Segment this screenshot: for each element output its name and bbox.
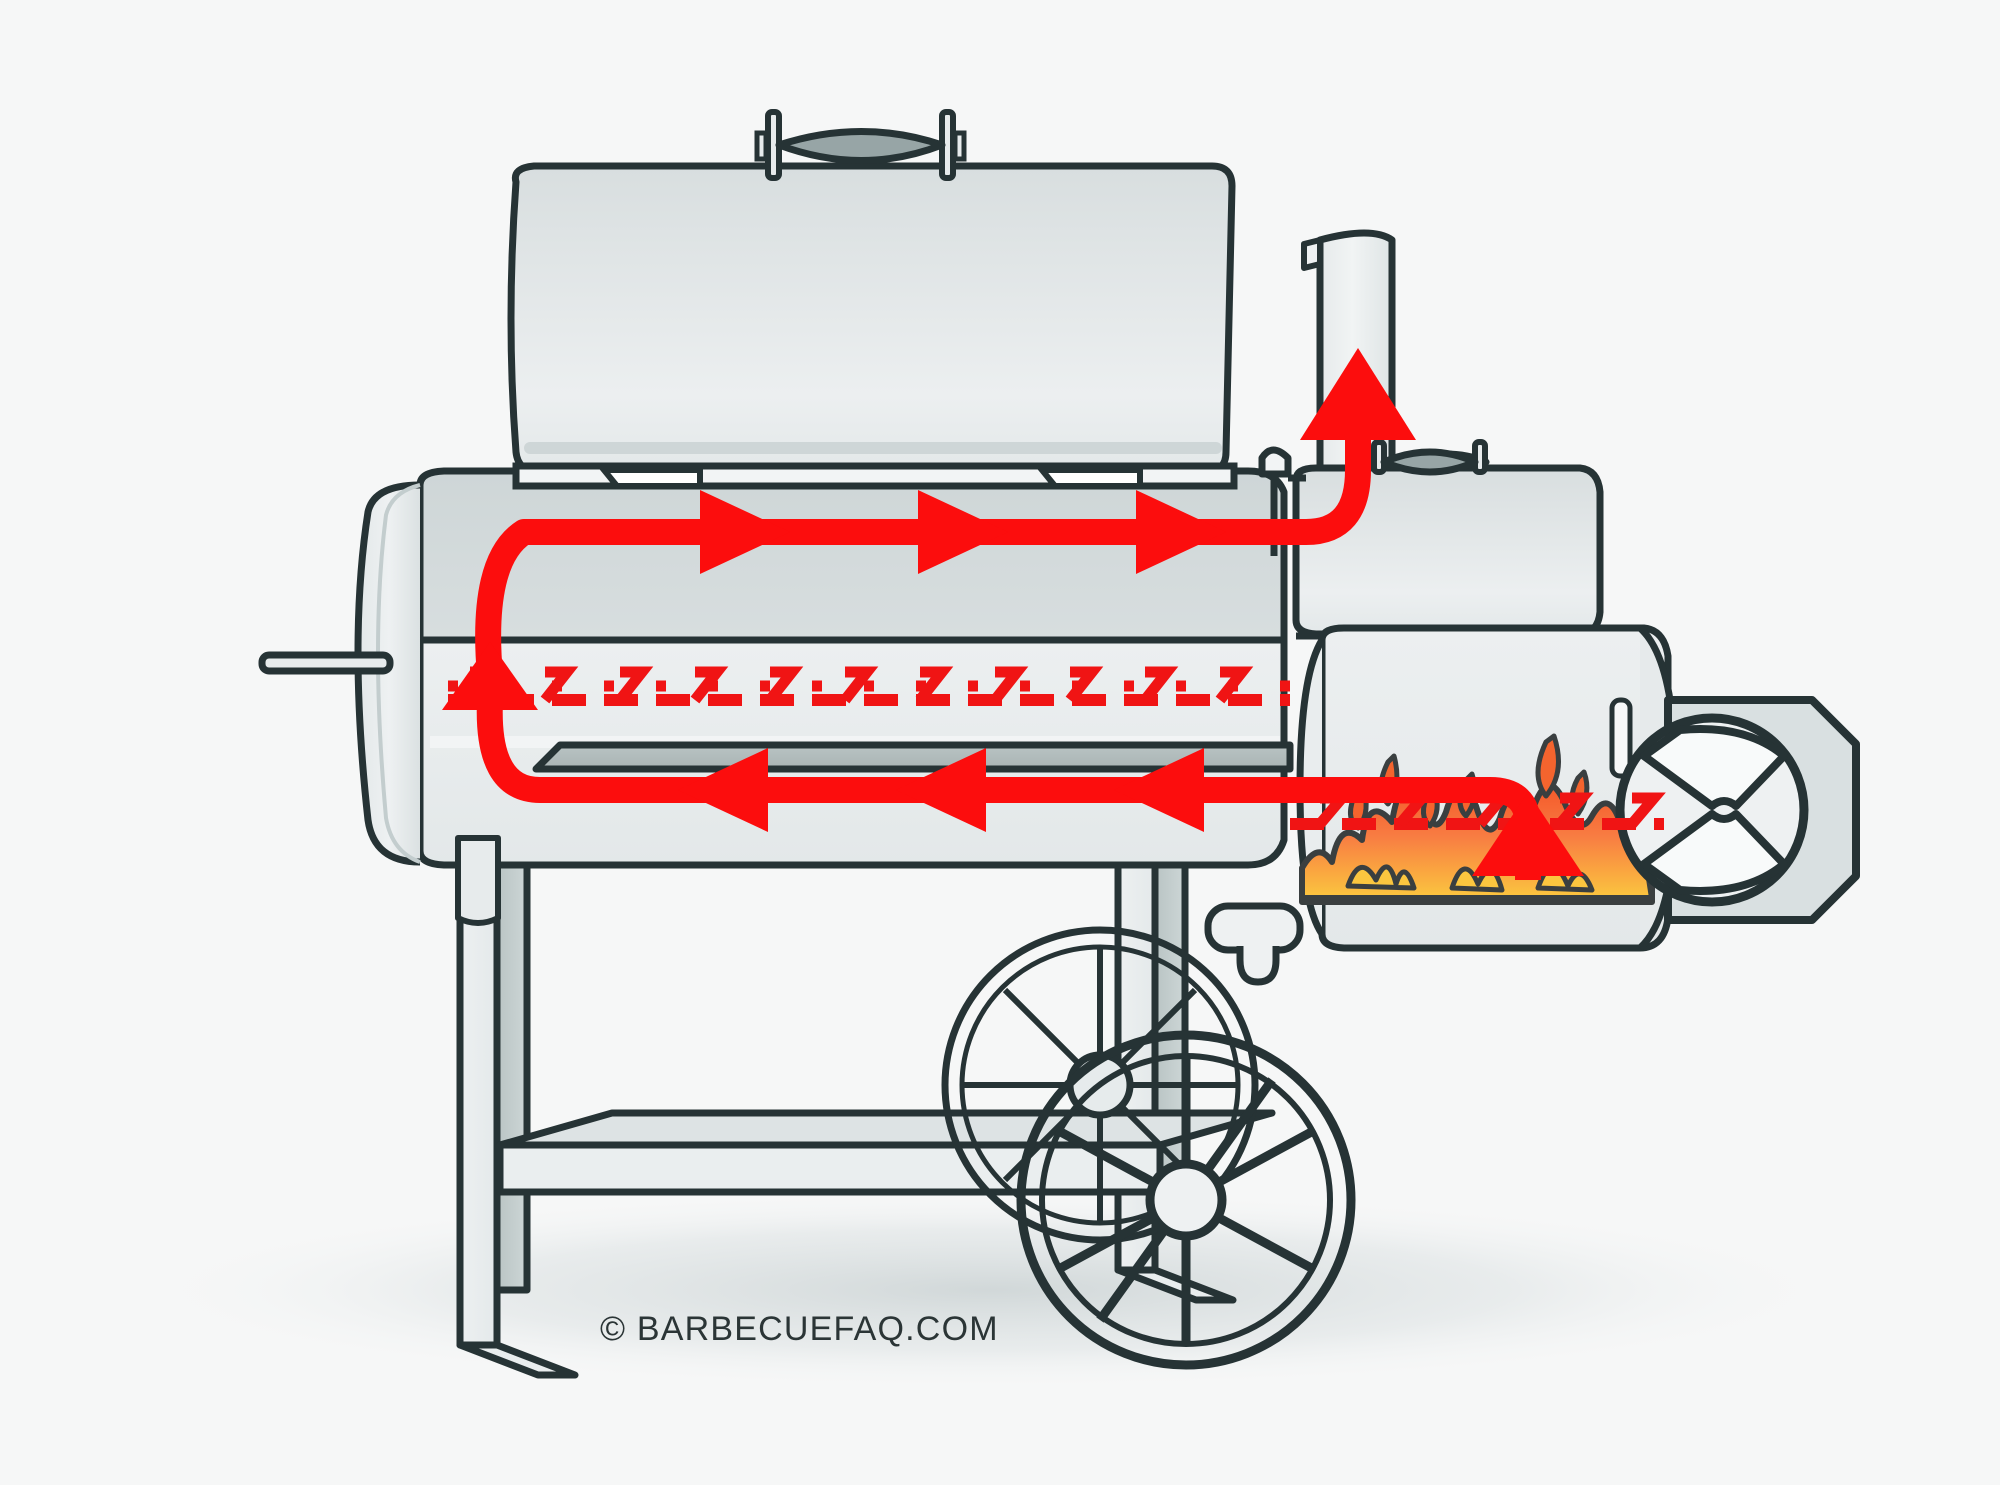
chamber-firebox-latch[interactable]: [1258, 446, 1306, 556]
flow-arrowhead-left-turn: [442, 642, 538, 710]
firebox-lid[interactable]: [1292, 464, 1604, 640]
main-lid[interactable]: [507, 162, 1238, 490]
lid-handle[interactable]: [754, 109, 967, 181]
wheel-front: [1016, 1030, 1356, 1370]
firebox-handle[interactable]: [1371, 439, 1488, 476]
flow-arrowhead-chimney: [1300, 348, 1416, 440]
watermark: © BARBECUEFAQ.COM: [600, 1310, 999, 1348]
flow-upper-run: [475, 388, 1371, 678]
firebox-latch[interactable]: [1204, 902, 1304, 986]
cooking-grate: [532, 741, 1294, 773]
side-handle-rod[interactable]: [258, 651, 394, 675]
flow-arrowheads-upper: [700, 490, 1226, 574]
ground-shadow: [130, 1190, 1850, 1390]
drain-tube: [455, 835, 501, 926]
flow-arrowheads-lower: [678, 748, 1204, 832]
intake-damper[interactable]: [1615, 713, 1809, 907]
flow-arrowhead-firebox: [1472, 792, 1584, 876]
